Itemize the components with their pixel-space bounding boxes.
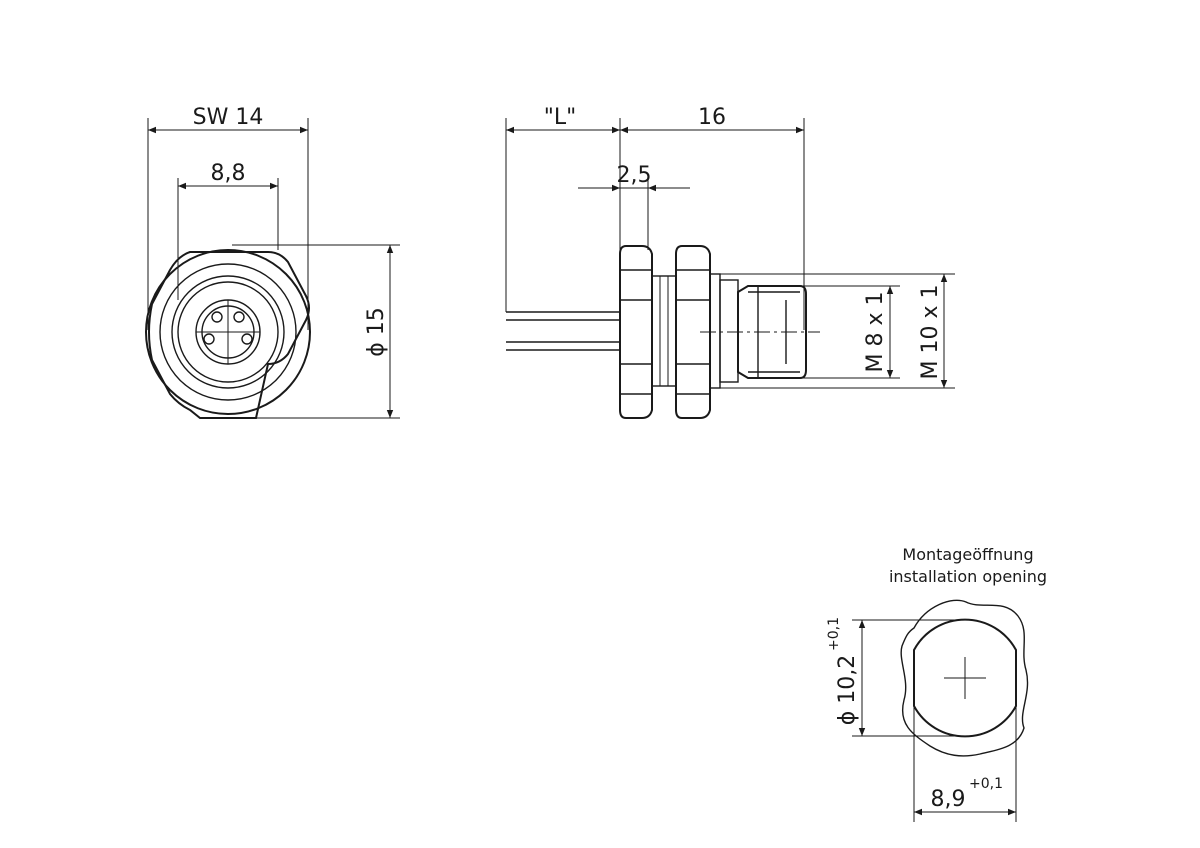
opening-diameter-label: ϕ 10,2 bbox=[835, 655, 860, 726]
hex-nut-outline bbox=[148, 251, 310, 419]
thread-inner-label: M 8 x 1 bbox=[863, 292, 888, 373]
opening-diameter-tolerance: +0,1 bbox=[826, 617, 842, 651]
hex-nut-2 bbox=[675, 245, 711, 419]
installation-opening-view: Montageöffnung installation opening ϕ 10… bbox=[826, 545, 1047, 822]
contact-pin bbox=[211, 311, 223, 323]
side-view: "L" 16 2,5 M 8 x 1 M 10 x 1 bbox=[505, 105, 955, 419]
flange-label: 2,5 bbox=[617, 163, 652, 188]
hex-nut-1 bbox=[619, 245, 653, 419]
across-flats-label: SW 14 bbox=[193, 105, 264, 130]
thread-outer-label: M 10 x 1 bbox=[918, 285, 943, 380]
opening-note-german: Montageöffnung bbox=[902, 545, 1033, 564]
nut-face-circle bbox=[145, 249, 311, 415]
opening-width-label: 8,9 bbox=[931, 787, 966, 812]
opening-note-english: installation opening bbox=[889, 567, 1047, 586]
opening-width-tolerance: +0,1 bbox=[969, 776, 1003, 792]
length-label: 16 bbox=[698, 105, 726, 130]
d-shaped-opening bbox=[913, 618, 1017, 738]
opening-break-outline bbox=[900, 599, 1029, 757]
outer-diameter-label: ϕ 15 bbox=[364, 307, 389, 357]
contact-pin bbox=[241, 333, 253, 345]
inner-diameter-label: 8,8 bbox=[211, 161, 246, 186]
plug-sleeve bbox=[737, 285, 807, 379]
front-view: SW 14 8,8 ϕ 15 bbox=[145, 105, 400, 419]
contact-pin bbox=[233, 311, 245, 323]
cable-length-label: "L" bbox=[544, 105, 577, 130]
contact-pin bbox=[203, 333, 215, 345]
